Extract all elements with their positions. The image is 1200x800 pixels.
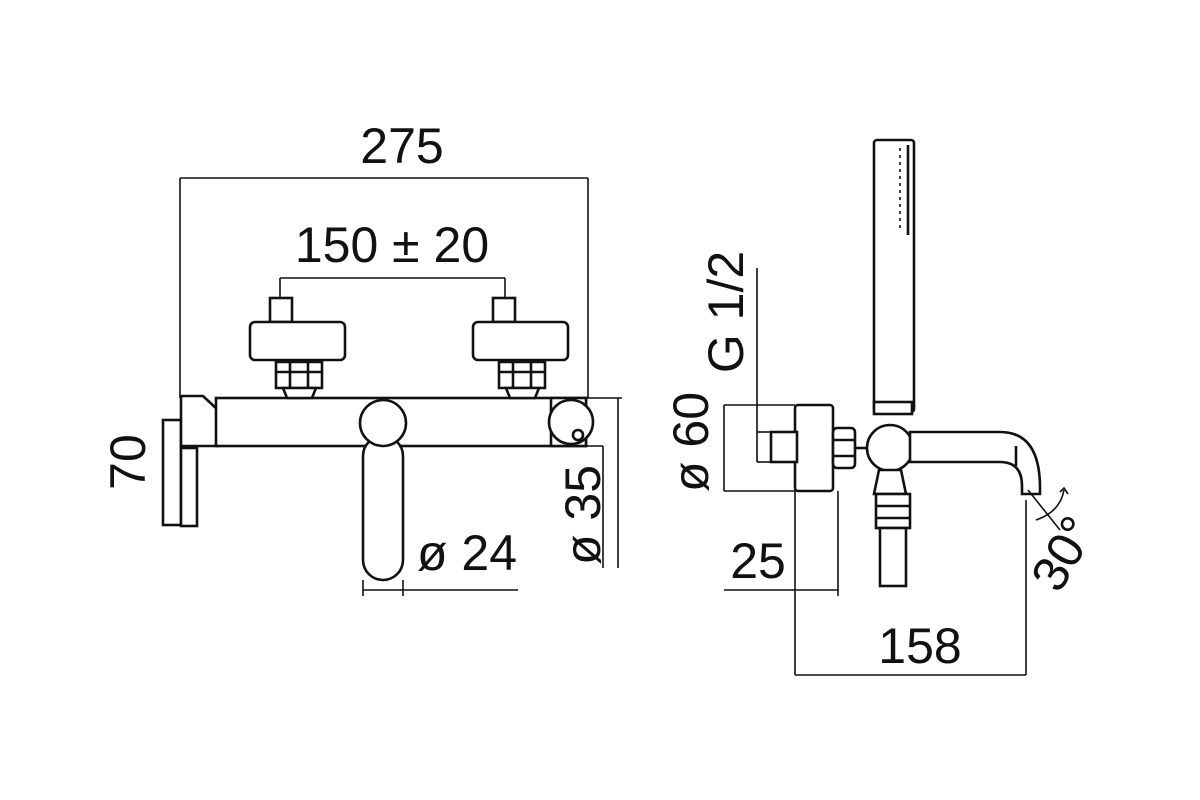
spout xyxy=(908,430,1042,496)
body-diameter-label: ø 35 xyxy=(555,465,611,565)
union-nut xyxy=(831,426,857,470)
left-valve xyxy=(248,296,347,400)
thread-label: G 1/2 xyxy=(698,251,754,373)
dim-handle-diameter: ø 24 xyxy=(362,525,518,596)
overall-width-label: 275 xyxy=(360,118,443,174)
projection-label: 158 xyxy=(878,618,961,674)
centers-label: 150 ± 20 xyxy=(295,217,489,273)
dim-projection: 158 xyxy=(795,500,1027,676)
flange-diameter-label: ø 60 xyxy=(663,392,719,492)
side-view: G 1/2 ø 60 25 158 30° xyxy=(663,138,1106,676)
spout-angle-label: 30° xyxy=(1020,507,1106,600)
dim-body-diameter: ø 35 xyxy=(555,397,622,568)
hose-connector xyxy=(872,468,912,588)
dim-thread: G 1/2 xyxy=(698,251,771,463)
dim-overall-width: 275 xyxy=(179,118,589,398)
dim-centers: 150 ± 20 xyxy=(279,217,506,300)
dim-flange-diameter: ø 60 xyxy=(663,392,795,492)
depth-offset-label: 25 xyxy=(730,533,786,589)
lever-handle xyxy=(358,398,408,582)
left-connector xyxy=(161,394,220,528)
wall-flange xyxy=(769,403,835,493)
diverter-knob xyxy=(547,396,595,448)
hand-shower xyxy=(872,138,916,416)
height-label: 70 xyxy=(100,434,156,490)
dim-depth-offset: 25 xyxy=(724,491,839,675)
handle-diameter-label: ø 24 xyxy=(417,525,517,581)
front-view: 275 150 ± 20 xyxy=(100,118,622,596)
right-valve xyxy=(471,296,570,400)
body-side xyxy=(855,423,915,473)
dim-spout-angle: 30° xyxy=(1020,486,1106,600)
